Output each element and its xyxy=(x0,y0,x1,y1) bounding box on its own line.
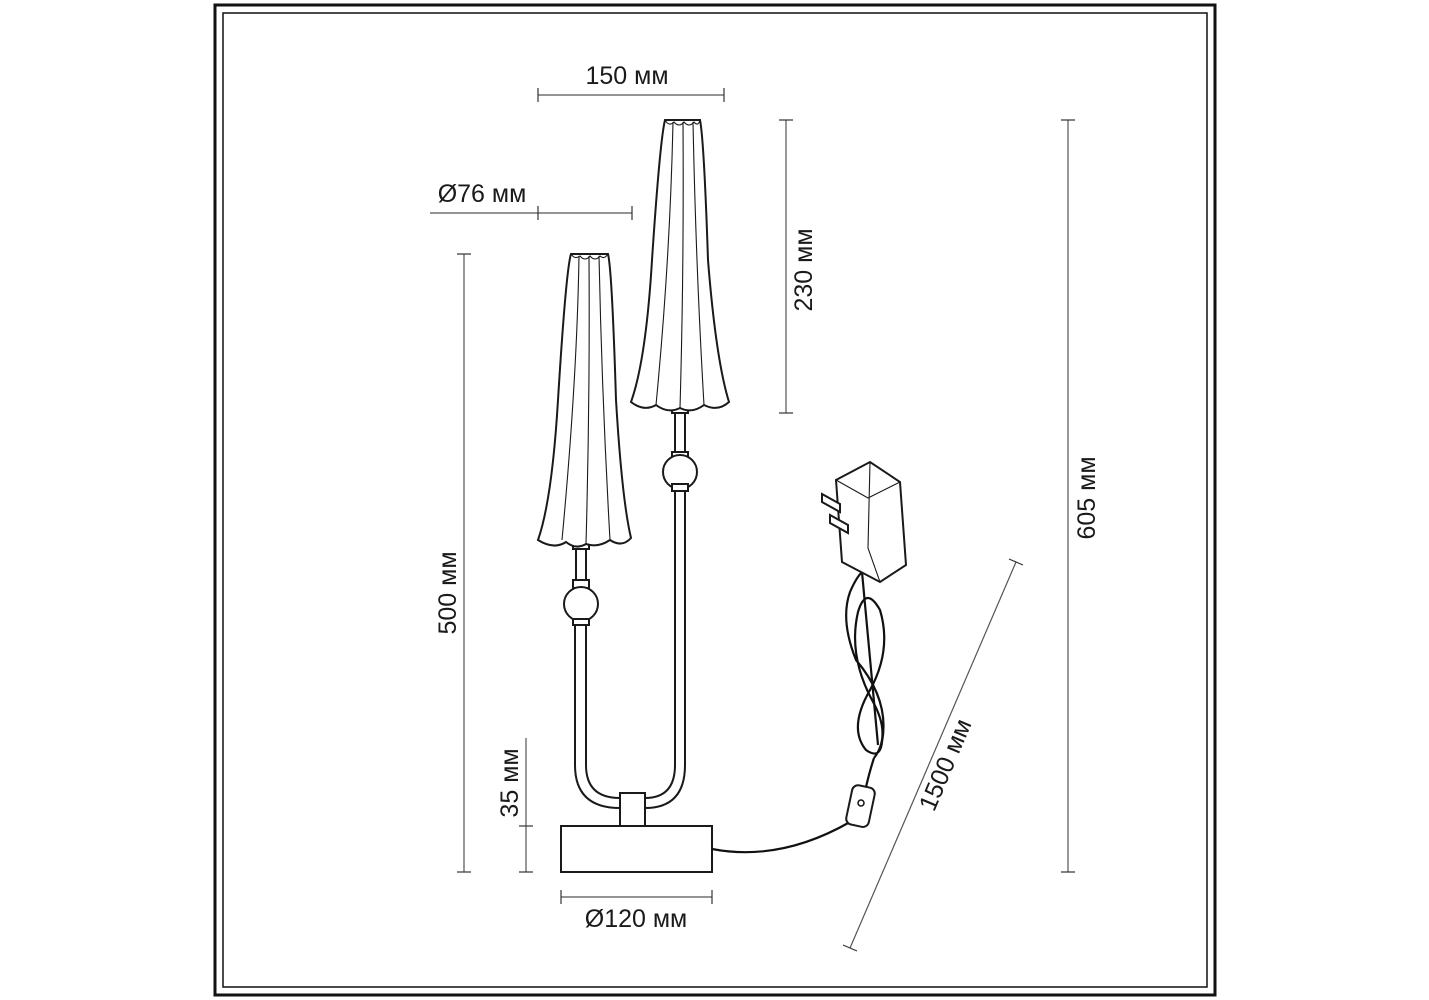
lamp-stem xyxy=(574,619,621,810)
dimension-lines xyxy=(430,88,1075,952)
lamp-base xyxy=(560,825,713,873)
drawing-frame xyxy=(213,3,1217,997)
left-shade xyxy=(536,253,633,548)
dim-label-shade-spacing: 150 мм xyxy=(585,62,668,90)
dim-label-lower-lamp-height: 500 мм xyxy=(434,551,462,634)
dim-label-base-diameter: Ø120 мм xyxy=(585,905,687,933)
inline-switch-icon xyxy=(845,784,876,828)
dim-label-cord-length: 1500 мм xyxy=(914,715,978,815)
dim-label-total-height: 605 мм xyxy=(1073,456,1101,539)
table-lamp-figure xyxy=(536,119,908,873)
cord-coil xyxy=(845,571,886,759)
left-joint xyxy=(563,542,599,626)
dim-label-shade-diameter: Ø76 мм xyxy=(438,180,527,208)
dim-label-shade-height: 230 мм xyxy=(790,228,818,311)
power-cord xyxy=(711,821,851,854)
base-connector xyxy=(619,792,646,827)
dim-label-base-height: 35 мм xyxy=(496,748,524,817)
right-joint xyxy=(662,406,698,492)
right-shade xyxy=(629,119,731,412)
power-adapter-icon xyxy=(821,460,908,584)
